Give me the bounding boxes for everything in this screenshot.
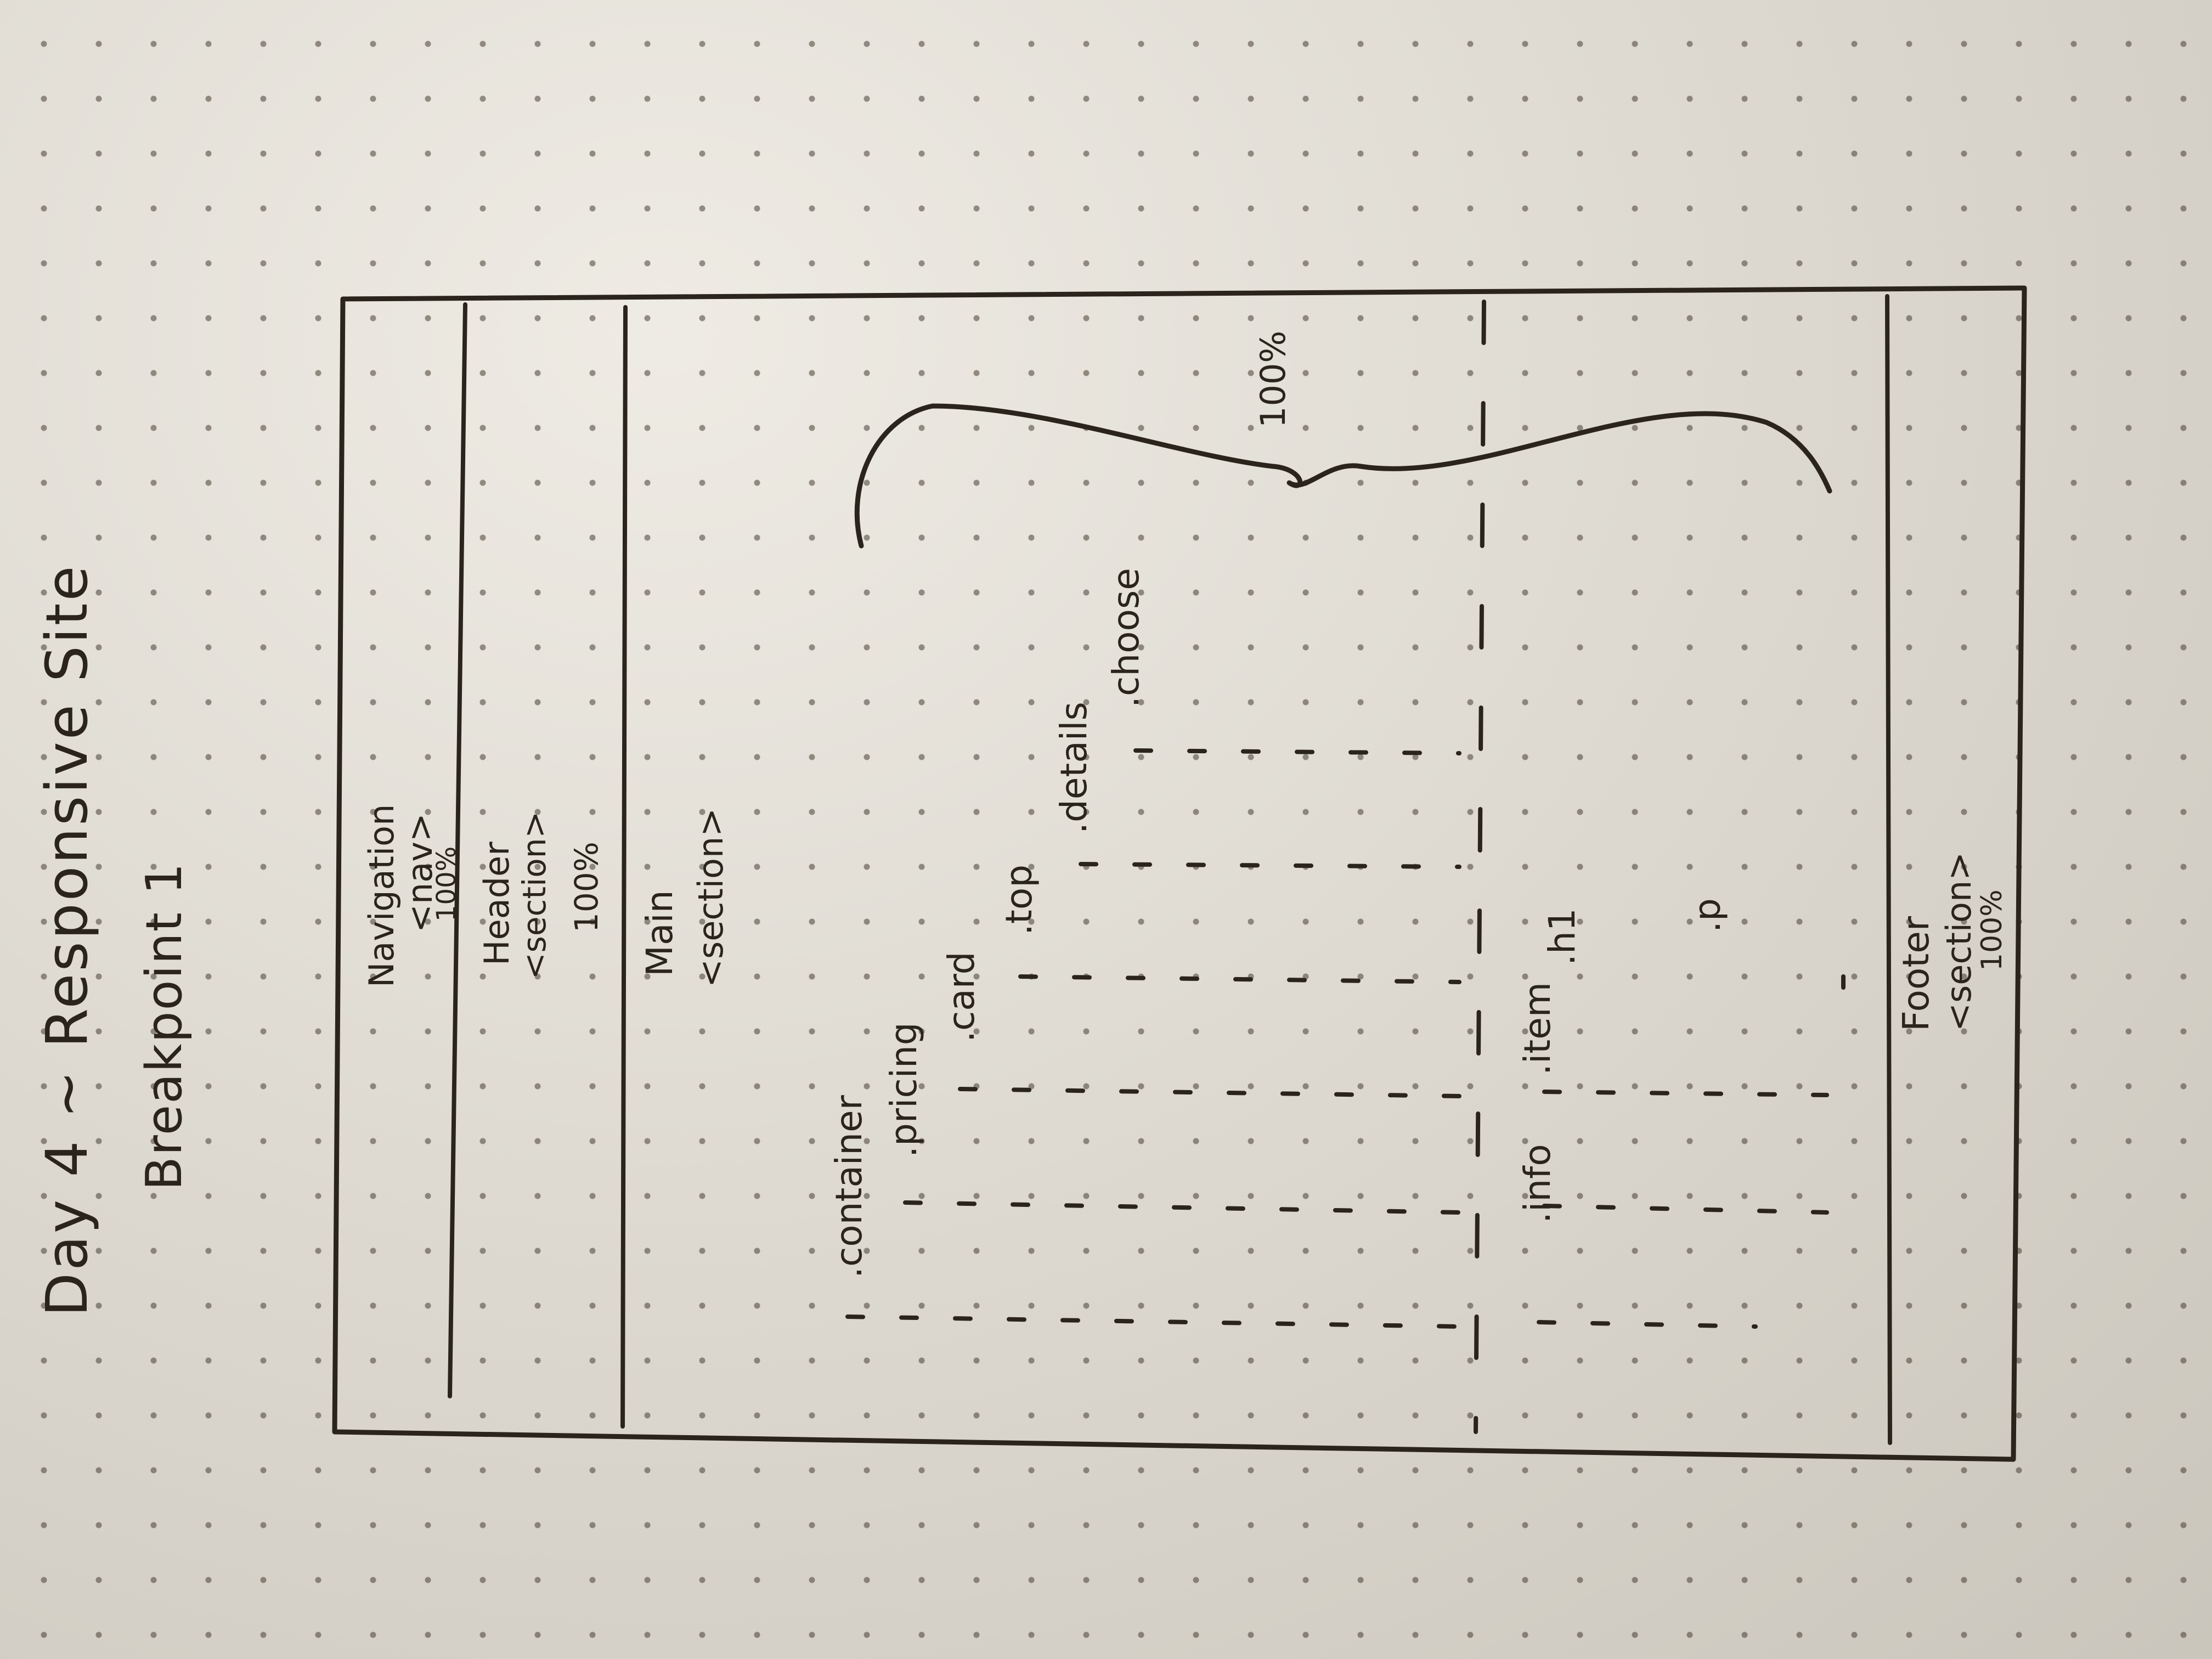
guide-h1	[1542, 1090, 1829, 1097]
page-title: Day 4 ~ Responsive Site	[33, 563, 100, 1317]
class-h1: .h1	[1541, 908, 1583, 966]
main-dashed-divider	[1474, 300, 1486, 1434]
guide-top	[1018, 974, 1462, 984]
curly-brace	[854, 403, 1832, 549]
footer-divider	[1885, 294, 1892, 1445]
guide-choose	[1133, 748, 1462, 755]
class-item: .item	[1516, 981, 1559, 1075]
guide-details	[1079, 862, 1462, 869]
frame-outline	[332, 285, 2027, 1462]
guide-item	[1542, 1204, 1829, 1215]
header-label: Header	[477, 842, 517, 966]
guide-info	[1537, 1320, 1758, 1329]
guide-pricing	[903, 1200, 1462, 1215]
header-divider	[620, 305, 628, 1429]
class-info: .info	[1516, 1144, 1559, 1223]
header-tag: <section>	[516, 811, 553, 979]
guide-card	[958, 1087, 1462, 1098]
footer-width: 100%	[1976, 889, 2008, 971]
class-container: .container	[828, 1095, 870, 1278]
nav-label: Navigation	[362, 804, 402, 988]
class-top: .top	[998, 864, 1040, 935]
guide-container	[845, 1314, 1462, 1329]
class-details: .details	[1053, 702, 1095, 834]
class-choose: .choose	[1105, 568, 1147, 708]
footer-label: Footer	[1895, 916, 1937, 1031]
header-width: 100%	[568, 842, 605, 933]
class-card: .card	[940, 951, 983, 1042]
page-subtitle: Breakpoint 1	[136, 862, 193, 1190]
main-tag: <section>	[691, 808, 731, 988]
nav-divider	[448, 302, 467, 1398]
main-label: Main	[639, 890, 681, 977]
class-p: .p	[1686, 898, 1729, 933]
footer-tag: <section>	[1939, 851, 1979, 1031]
nav-width: 100%	[431, 846, 462, 922]
main-width: 100%	[1253, 330, 1293, 428]
class-pricing: .pricing	[883, 1022, 925, 1158]
